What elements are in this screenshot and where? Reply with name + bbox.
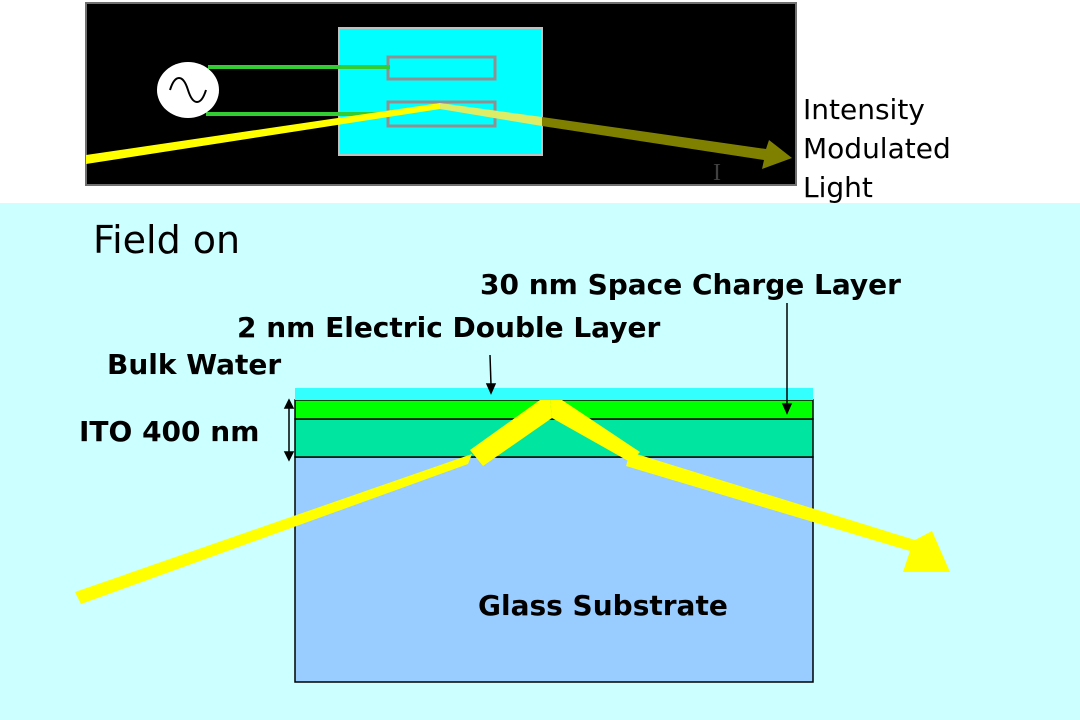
- incident-beam: [75, 454, 472, 604]
- beam-in-ito-down: [550, 400, 640, 462]
- ac-source-icon: [157, 62, 219, 118]
- space-charge-arrow: [781, 303, 793, 415]
- beam-in-cell: [440, 103, 542, 126]
- modulated-beam: [542, 117, 792, 169]
- double-layer-label: 2 nm Electric Double Layer: [237, 311, 661, 344]
- space-charge-label: 30 nm Space Charge Layer: [480, 268, 901, 301]
- bulk-water-label: Bulk Water: [107, 348, 282, 381]
- output-label-line-2: Modulated: [803, 132, 951, 165]
- double-layer-arrow: [485, 354, 497, 395]
- ito-thickness-marker: [283, 398, 295, 462]
- output-light-label: Intensity Modulated Light: [803, 90, 951, 207]
- incident-beam-top: [86, 103, 440, 164]
- output-label-line-3: Light: [803, 171, 873, 204]
- ito-label: ITO 400 nm: [79, 415, 260, 448]
- glass-substrate-label: Glass Substrate: [478, 589, 728, 622]
- field-on-title: Field on: [93, 218, 241, 262]
- output-label-line-1: Intensity: [803, 93, 925, 126]
- beam-in-ito-up: [470, 400, 552, 466]
- electrode-cell: [338, 27, 543, 156]
- reflected-beam: [626, 452, 950, 572]
- bulk-water-layer: [295, 388, 813, 400]
- stray-mark: I: [713, 160, 721, 186]
- ito-layer: [294, 418, 814, 458]
